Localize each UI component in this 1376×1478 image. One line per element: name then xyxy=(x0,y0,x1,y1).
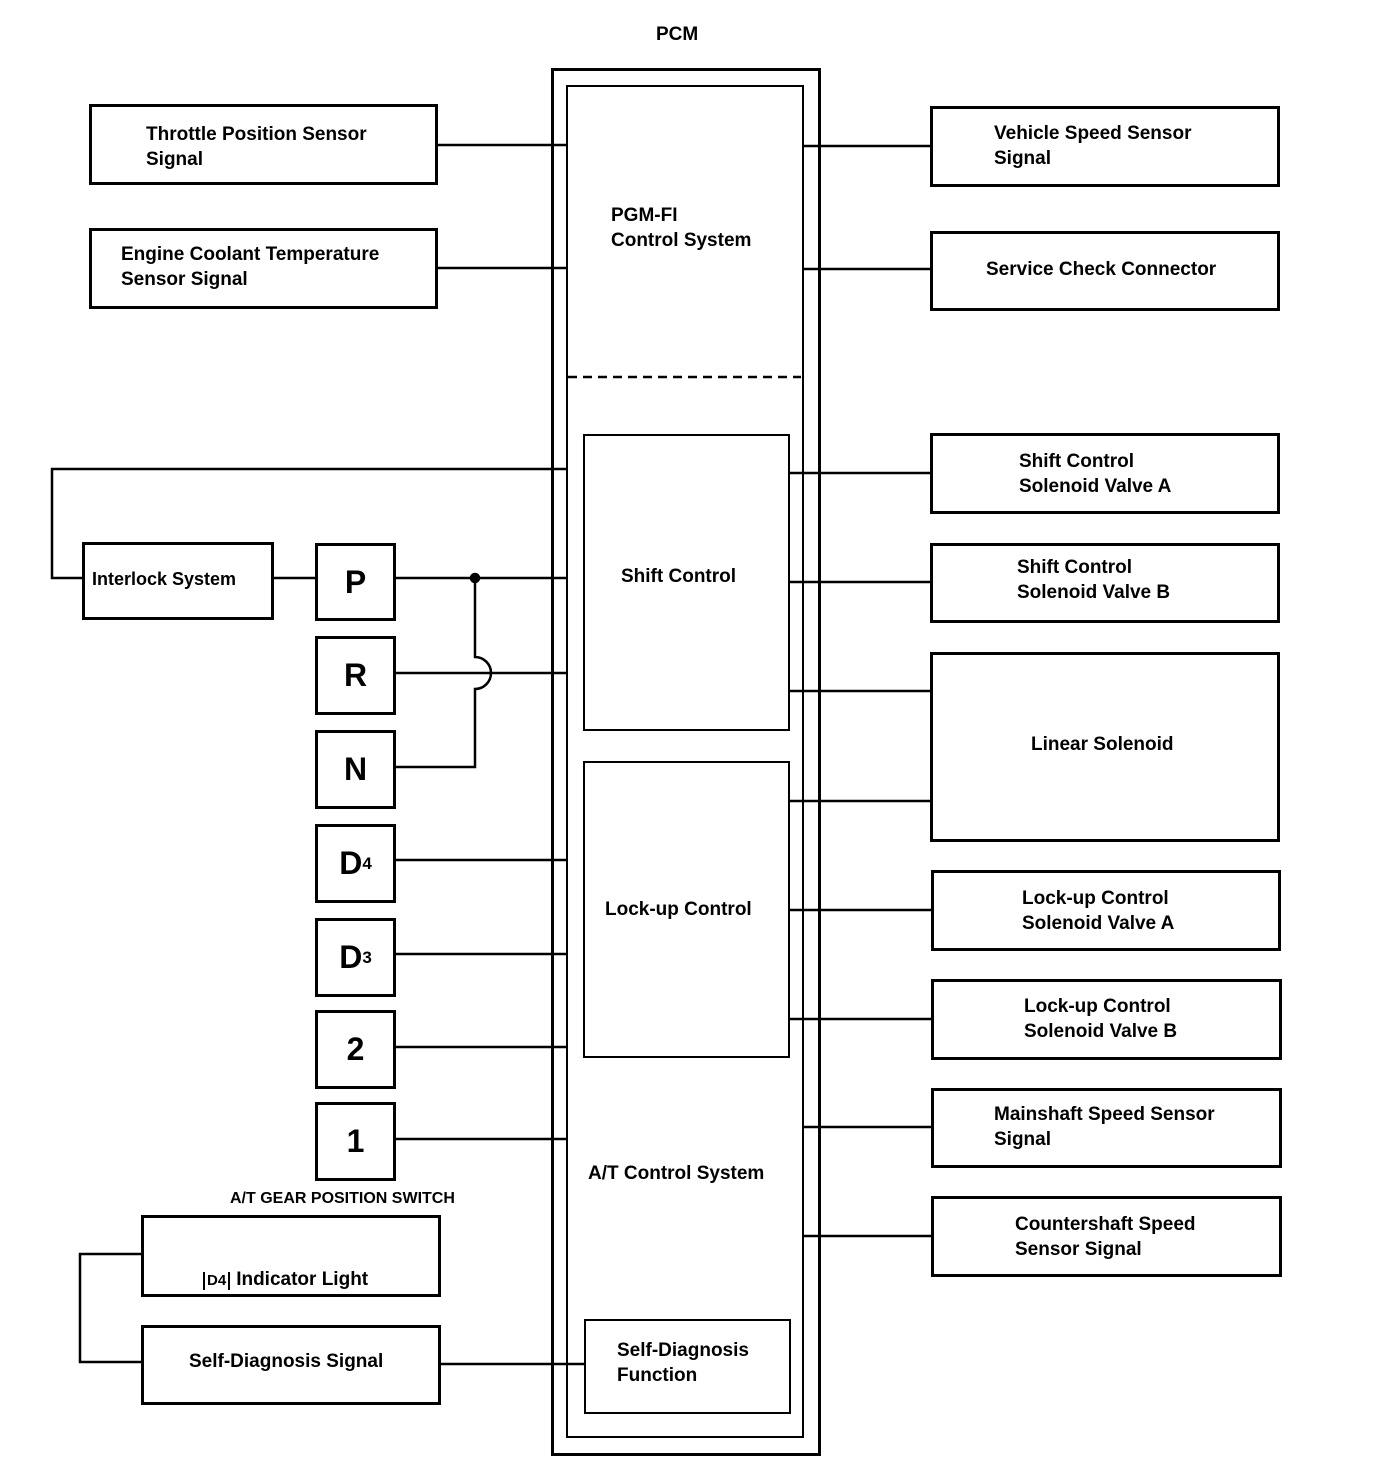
coolant-sensor-label: Engine Coolant Temperature Sensor Signal xyxy=(121,244,380,290)
interlock-system-box xyxy=(82,542,274,620)
gear-r: R xyxy=(315,636,396,715)
wire-pn-bus xyxy=(395,578,493,769)
gear-n: N xyxy=(315,730,396,809)
d4-indicator-box xyxy=(141,1215,441,1297)
gear-2: 2 xyxy=(315,1010,396,1089)
shift-control-label: Shift Control xyxy=(621,566,737,587)
self-diag-signal-label: Self-Diagnosis Signal xyxy=(189,1351,384,1372)
wire-interlock-loop xyxy=(50,467,566,580)
scc-label: Service Check Connector xyxy=(986,259,1217,280)
self-diag-function-label: Self-Diagnosis Function xyxy=(617,1340,749,1386)
pgm-fi-label: PGM-FI Control System xyxy=(611,205,752,251)
lockup-control-label: Lock-up Control xyxy=(605,899,752,920)
vss-label: Vehicle Speed Sensor Signal xyxy=(994,123,1192,169)
coolant-sensor-box xyxy=(89,228,438,309)
lu-b-box xyxy=(931,979,1282,1060)
interlock-system-label: Interlock System xyxy=(92,569,237,589)
gear-switch-label: A/T GEAR POSITION SWITCH xyxy=(230,1190,455,1207)
d4-tag: D4 xyxy=(203,1272,231,1290)
vss-box xyxy=(930,106,1280,187)
mainshaft-box xyxy=(931,1088,1282,1168)
sc-b-label: Shift Control Solenoid Valve B xyxy=(1017,557,1171,603)
linear-solenoid-box xyxy=(930,652,1280,842)
countershaft-label: Countershaft Speed Sensor Signal xyxy=(1015,1214,1196,1260)
lockup-control-box xyxy=(583,761,790,1058)
sc-b-box xyxy=(930,543,1280,623)
self-diag-signal-box xyxy=(141,1325,441,1405)
shift-control-box xyxy=(583,434,790,731)
countershaft-box xyxy=(931,1196,1282,1277)
sc-a-box xyxy=(930,433,1280,514)
scc-box xyxy=(930,231,1280,311)
linear-solenoid-label: Linear Solenoid xyxy=(1031,734,1174,755)
self-diag-function-box xyxy=(584,1319,791,1414)
wire-diag-loop xyxy=(78,1252,143,1364)
gear-1: 1 xyxy=(315,1102,396,1181)
sc-a-label: Shift Control Solenoid Valve A xyxy=(1019,451,1172,497)
pcm-outer-box xyxy=(551,68,821,1456)
throttle-sensor-label: Throttle Position Sensor Signal xyxy=(146,124,367,170)
at-control-label: A/T Control System xyxy=(588,1163,765,1184)
throttle-sensor-box xyxy=(89,104,438,185)
lu-b-label: Lock-up Control Solenoid Valve B xyxy=(1024,996,1178,1042)
pcm-title: PCM xyxy=(656,24,699,45)
mainshaft-label: Mainshaft Speed Sensor Signal xyxy=(994,1104,1215,1150)
gear-p: P xyxy=(315,543,396,621)
lu-a-label: Lock-up Control Solenoid Valve A xyxy=(1022,888,1175,934)
lu-a-box xyxy=(931,870,1281,951)
pcm-inner-box xyxy=(566,85,804,1438)
